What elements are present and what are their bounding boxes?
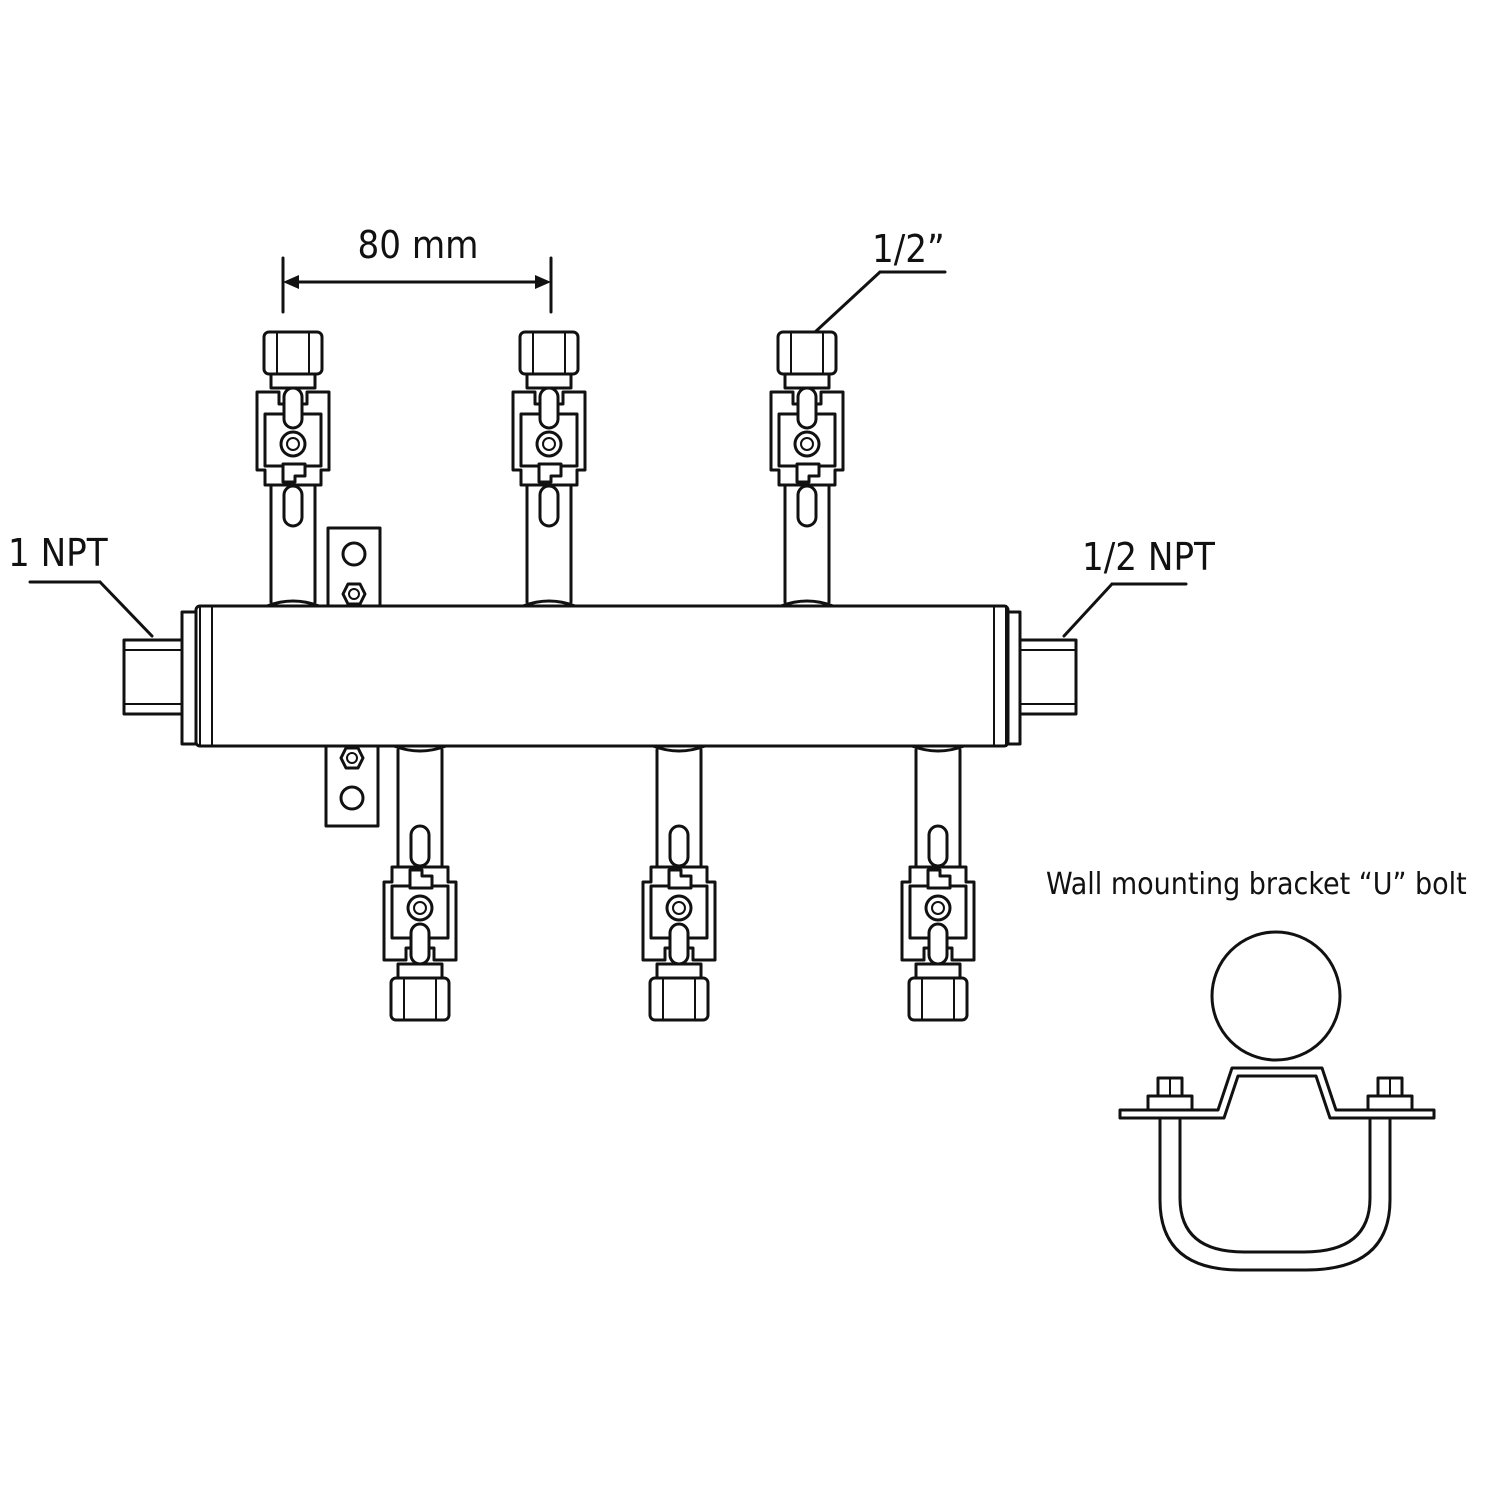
- outlet-size-label: 1/2”: [872, 227, 945, 271]
- bottom-valve-1: [382, 744, 458, 1022]
- top-valve-1: [255, 330, 331, 608]
- outlet-npt-label: 1/2 NPT: [1082, 535, 1215, 579]
- manifold-header: [194, 604, 1010, 748]
- bracket-caption: Wall mounting bracket “U” bolt: [1046, 867, 1467, 902]
- inlet-label: 1 NPT: [8, 531, 108, 575]
- outlet-size-callout: 1/2”: [812, 227, 947, 335]
- spacing-label: 80 mm: [358, 223, 479, 267]
- inlet-fitting: [122, 610, 198, 746]
- dimension-80mm: 80 mm: [281, 223, 553, 314]
- top-valve-2: [511, 330, 587, 608]
- top-mounting-plate: [326, 526, 382, 610]
- bottom-valve-3: [900, 744, 976, 1022]
- top-valve-3: [769, 330, 845, 608]
- outlet-npt-callout: 1/2 NPT: [1062, 535, 1215, 638]
- outlet-fitting: [1004, 610, 1078, 746]
- bottom-mounting-plate: [324, 744, 380, 828]
- bottom-valve-2: [641, 744, 717, 1022]
- u-bolt-bracket: [1118, 930, 1436, 1272]
- inlet-callout: 1 NPT: [8, 531, 154, 638]
